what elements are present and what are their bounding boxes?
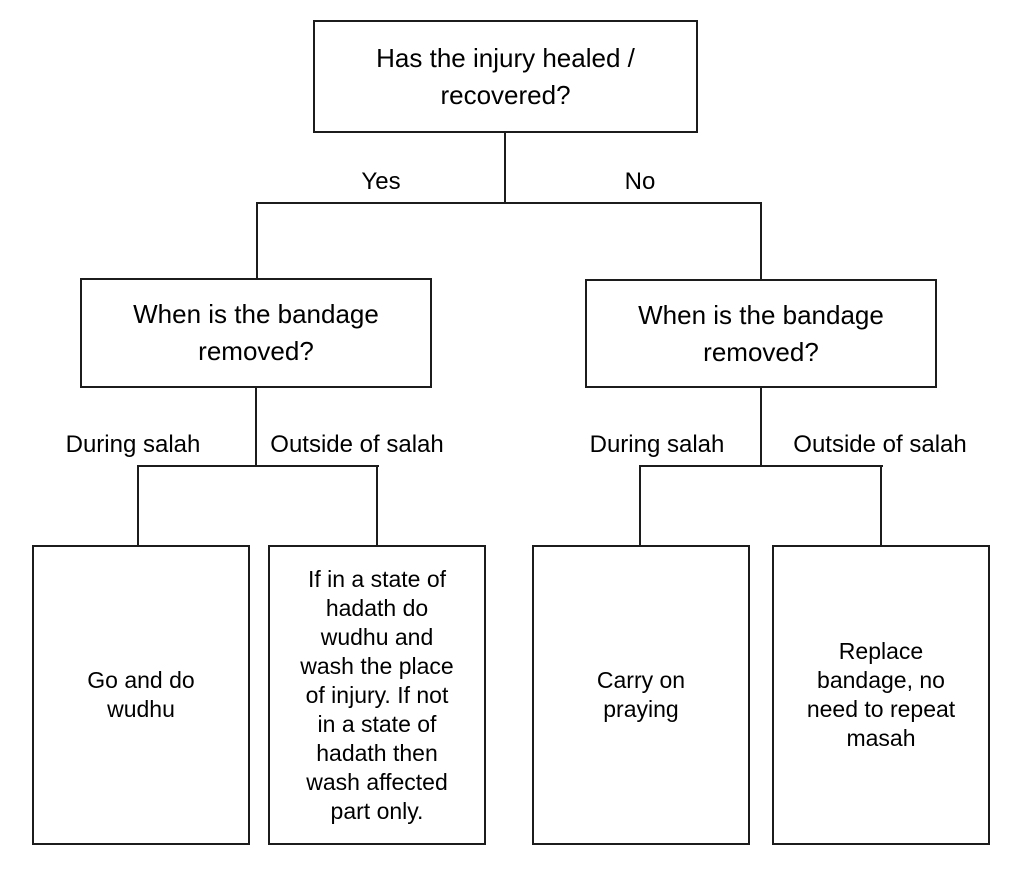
branch-label-outside-salah-right: Outside of salah xyxy=(793,431,967,458)
question-node-bandage-yes: When is the bandage removed? xyxy=(80,278,432,388)
connector-leaf-d-drop xyxy=(880,465,882,545)
connector-right-horizontal xyxy=(639,465,883,467)
question-node-bandage-no: When is the bandage removed? xyxy=(585,279,937,388)
connector-top-horizontal xyxy=(256,202,762,204)
connector-no-drop xyxy=(760,202,762,279)
connector-root-stem xyxy=(504,133,506,204)
root-question-node: Has the injury healed / recovered? xyxy=(313,20,698,133)
branch-label-during-salah-left: During salah xyxy=(65,431,201,458)
branch-label-no: No xyxy=(624,168,656,195)
branch-label-outside-salah-left: Outside of salah xyxy=(270,431,444,458)
outcome-node-go-do-wudhu: Go and do wudhu xyxy=(32,545,250,845)
outcome-node-replace-bandage: Replace bandage, no need to repeat masah xyxy=(772,545,990,845)
connector-left-question-stem xyxy=(255,388,257,467)
branch-label-yes: Yes xyxy=(361,168,401,195)
connector-yes-drop xyxy=(256,202,258,278)
connector-left-horizontal xyxy=(137,465,379,467)
outcome-node-carry-on-praying: Carry on praying xyxy=(532,545,750,845)
outcome-node-hadath-ruling: If in a state of hadath do wudhu and was… xyxy=(268,545,486,845)
connector-leaf-c-drop xyxy=(639,465,641,545)
branch-label-during-salah-right: During salah xyxy=(589,431,725,458)
connector-leaf-a-drop xyxy=(137,465,139,545)
connector-leaf-b-drop xyxy=(376,465,378,545)
connector-right-question-stem xyxy=(760,388,762,467)
